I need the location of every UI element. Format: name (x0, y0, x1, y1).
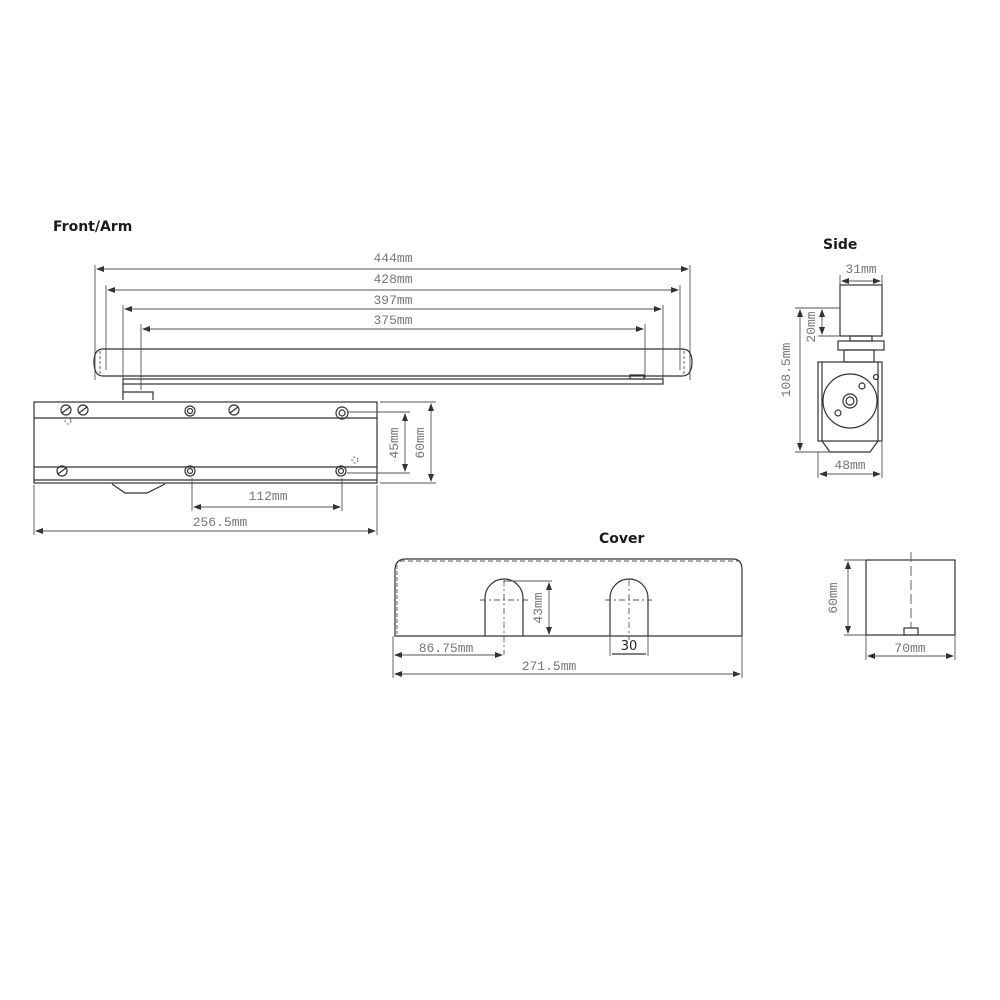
cover-view: 43mm 86.75mm 30 271.5mm (392, 558, 743, 678)
arm-dimensions: 444mm 428mm 397mm 375mm (94, 251, 691, 390)
dim-cover-70: 70mm (894, 641, 925, 656)
dim-86-75: 86.75mm (419, 641, 474, 656)
dim-112: 112mm (248, 489, 287, 504)
side-title: Side (823, 237, 858, 253)
dim-375: 375mm (373, 313, 412, 328)
dim-30: 30 (621, 639, 638, 654)
cover-side-view: 60mm 70mm (826, 552, 956, 660)
dim-397: 397mm (373, 293, 412, 308)
dim-20: 20mm (804, 311, 819, 342)
dim-45: 45mm (387, 427, 402, 458)
dim-108-5: 108.5mm (779, 342, 794, 397)
dim-271-5: 271.5mm (522, 659, 577, 674)
dim-60: 60mm (413, 427, 428, 458)
cover-title: Cover (599, 531, 645, 547)
dim-43: 43mm (531, 592, 546, 623)
arm-body (93, 348, 693, 400)
dim-cover-60: 60mm (826, 582, 841, 613)
dim-428: 428mm (373, 272, 412, 287)
closer-dimensions: 45mm 60mm 112mm 256.5mm (33, 401, 436, 535)
screw-icons (56, 404, 359, 477)
front-arm-title: Front/Arm (53, 219, 133, 235)
dim-31: 31mm (845, 262, 876, 277)
dim-48: 48mm (834, 458, 865, 473)
side-view: 31mm 20mm 108.5mm 48mm (779, 262, 885, 478)
closer-body (33, 401, 378, 494)
front-arm-view: 444mm 428mm 397mm 375mm (33, 251, 693, 535)
dim-444: 444mm (373, 251, 412, 266)
dim-256-5: 256.5mm (193, 515, 248, 530)
